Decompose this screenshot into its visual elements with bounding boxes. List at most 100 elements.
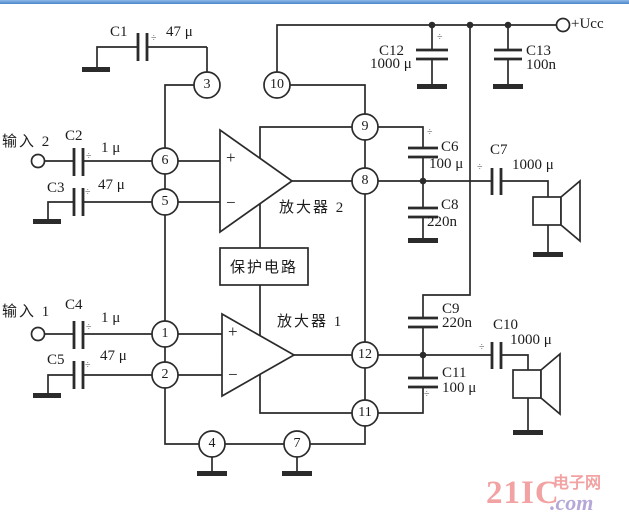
c8-name: C8 — [441, 197, 459, 213]
c10-plates — [490, 342, 503, 369]
pin4-circle — [198, 430, 226, 458]
c10-polarity-mark: ÷ — [479, 342, 485, 353]
ucc-label: +Ucc — [571, 16, 604, 32]
pin-10-label: 10 — [270, 77, 284, 92]
ground-c1 — [82, 67, 110, 72]
wire-c1-branch — [96, 46, 208, 72]
ground-c5 — [33, 393, 61, 398]
c5-name: C5 — [47, 352, 65, 368]
ground-c8 — [408, 238, 438, 243]
pin-4-label: 4 — [208, 436, 216, 451]
c2-plates — [72, 148, 85, 176]
c9-plates — [408, 316, 438, 329]
pin6-circle — [151, 147, 179, 175]
watermark-brand: 21IC — [486, 475, 560, 511]
c3-name: C3 — [47, 180, 65, 196]
wire-output1 — [378, 354, 529, 430]
c6-value: 100 μ — [429, 156, 464, 172]
amp1-label: 放大器 1 — [277, 314, 344, 330]
wire-pin-grounds — [211, 457, 298, 471]
ground-pin4 — [197, 471, 227, 476]
c10-name: C10 — [493, 317, 519, 333]
c3-plates — [72, 188, 85, 216]
wire-output2 — [378, 180, 549, 252]
pin-2-label: 2 — [161, 367, 169, 382]
wire-c5 — [47, 374, 152, 393]
ground-speaker2 — [513, 430, 543, 435]
pin-6-label: 6 — [161, 153, 169, 168]
c1-polarity-mark: ÷ — [151, 33, 157, 44]
c7-value: 1000 μ — [512, 157, 554, 173]
amp2-plus-label: + — [226, 148, 236, 167]
amp2-label: 放大器 2 — [279, 200, 346, 216]
pin-11-label: 11 — [358, 405, 372, 420]
c5-plates — [72, 361, 85, 389]
c12-value: 1000 μ — [370, 56, 412, 72]
c6-polarity-mark: ÷ — [427, 127, 433, 138]
junction-dot — [504, 21, 512, 29]
junction-dot — [428, 21, 436, 29]
ground-c3 — [33, 219, 61, 224]
junction-dot — [466, 21, 474, 29]
c1-name: C1 — [110, 24, 128, 40]
pin10-circle — [263, 71, 291, 99]
wire-power-rail — [276, 24, 556, 72]
c10-value: 1000 μ — [510, 332, 552, 348]
pin-12-label: 12 — [358, 347, 372, 362]
c1-plates — [136, 33, 149, 61]
pin-3-label: 3 — [203, 77, 211, 92]
c6-name: C6 — [441, 139, 459, 155]
c11-value: 100 μ — [442, 380, 477, 396]
c12-polarity-mark: ÷ — [437, 32, 443, 43]
c11-name: C11 — [442, 365, 467, 381]
c5-polarity-mark: ÷ — [85, 360, 91, 371]
amp1-triangle — [221, 312, 296, 398]
c2-polarity-mark: ÷ — [86, 151, 92, 162]
top-border-bar — [0, 0, 629, 4]
c5-value: 47 μ — [100, 348, 127, 364]
c11-plates — [408, 376, 438, 389]
c13-name: C13 — [526, 43, 552, 59]
watermark-suffix: .com — [550, 490, 594, 515]
protection-label: 保护电路 — [229, 260, 298, 276]
c9-name: C9 — [442, 301, 460, 317]
c4-value: 1 μ — [101, 310, 121, 326]
c1-value: 47 μ — [166, 24, 193, 40]
c3-polarity-mark: ÷ — [85, 187, 91, 198]
c13-plates — [494, 48, 522, 61]
pin-7-label: 7 — [293, 436, 301, 451]
amp1-minus-label: − — [228, 365, 238, 384]
amp1-plus-label: + — [228, 322, 238, 341]
pin7-circle — [283, 430, 311, 458]
input1-label: 输入 1 — [2, 304, 52, 320]
pin2-circle — [151, 361, 179, 389]
c6-plates — [408, 146, 438, 159]
c2-name: C2 — [65, 128, 83, 144]
c7-plates — [490, 168, 503, 195]
watermark: 21IC 电子网 .com — [486, 472, 626, 520]
c7-name: C7 — [490, 142, 508, 158]
ic-outline — [164, 84, 366, 445]
input2-terminal — [30, 153, 46, 169]
pin3-circle — [193, 71, 221, 99]
pin1-circle — [151, 320, 179, 348]
pin-1-label: 1 — [161, 326, 169, 341]
junction-dot — [419, 351, 427, 359]
c12-name: C12 — [379, 43, 405, 59]
pin-8-label: 8 — [361, 173, 369, 188]
pin9-circle — [351, 113, 379, 141]
pin-5-label: 5 — [161, 194, 169, 209]
speaker1-body — [532, 196, 562, 226]
wire-amp1 — [178, 285, 352, 414]
c2-value: 1 μ — [101, 140, 121, 156]
ucc-terminal — [555, 17, 571, 33]
input1-terminal — [30, 326, 46, 342]
c4-plates — [72, 321, 85, 349]
ground-speaker1 — [533, 252, 563, 257]
c13-value: 100n — [526, 57, 556, 73]
speaker1-cone — [560, 179, 581, 243]
pin11-circle — [351, 399, 379, 427]
amp2-minus-label: − — [226, 193, 236, 212]
input2-label: 输入 2 — [2, 134, 52, 150]
